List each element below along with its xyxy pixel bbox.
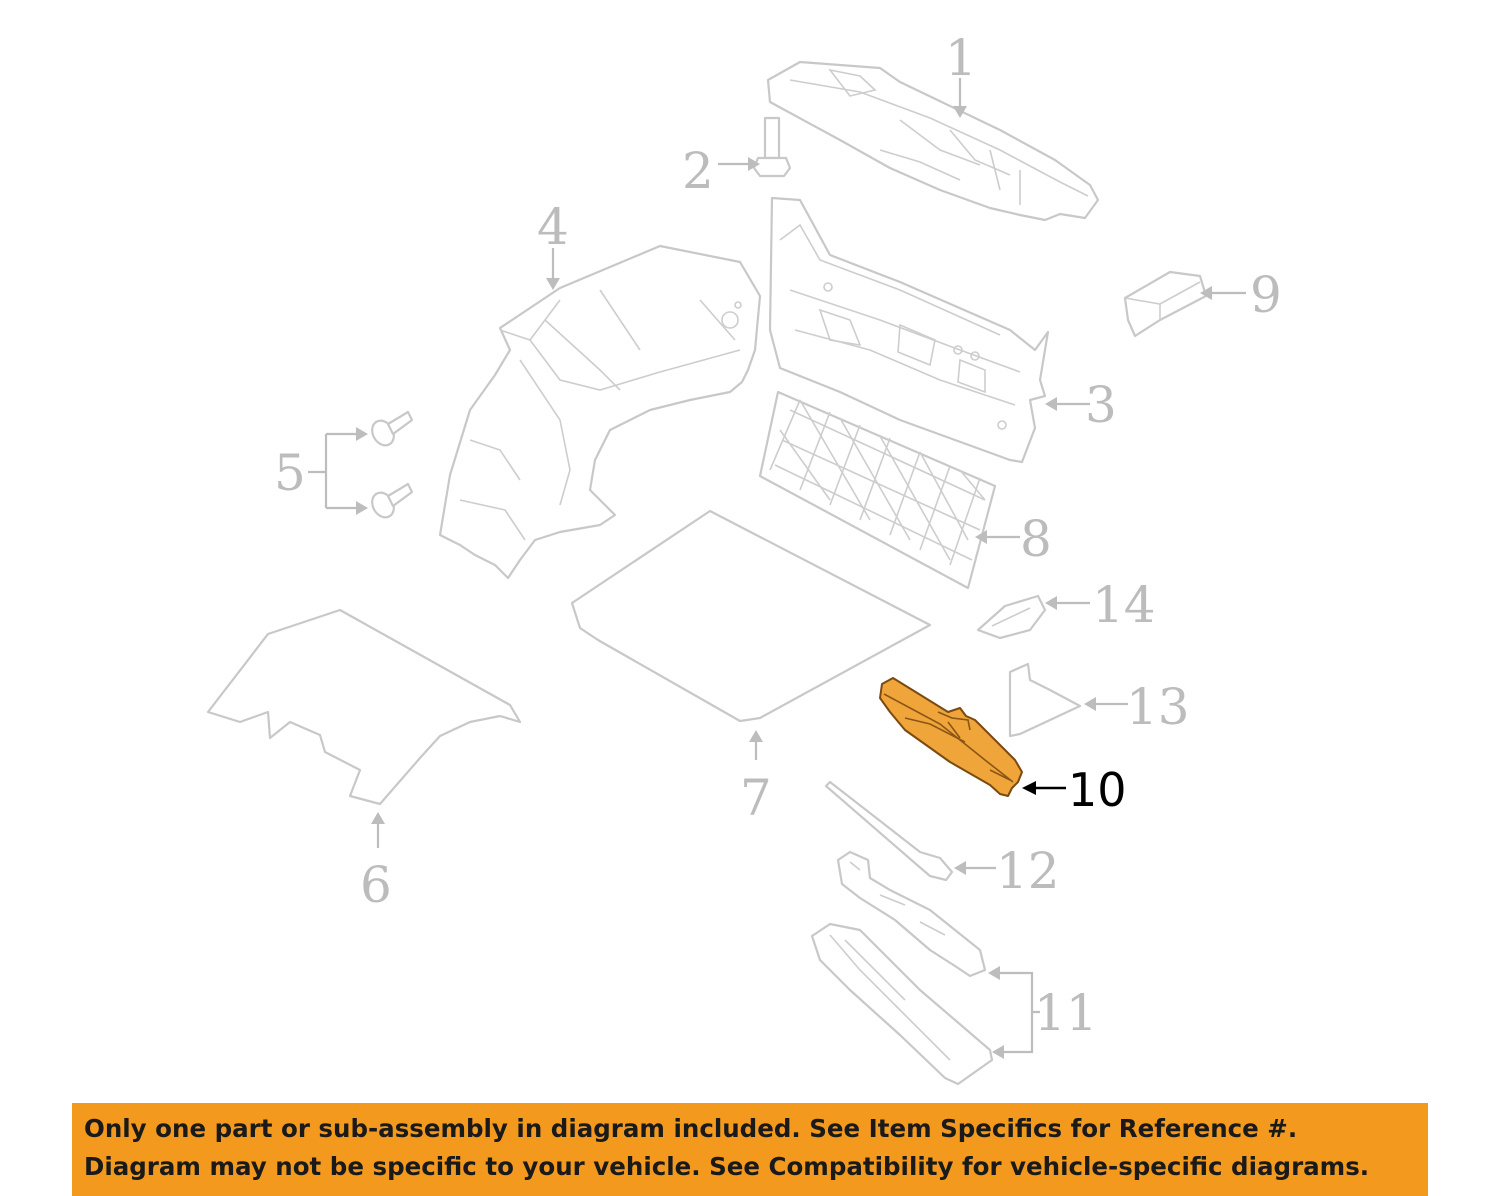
callout-1: 1 xyxy=(945,29,977,87)
callout-10: 10 xyxy=(1068,763,1127,817)
leader-10-highlighted xyxy=(1022,781,1066,795)
part-9-bracket xyxy=(1123,270,1208,338)
part-7-floor-mat xyxy=(570,509,932,723)
callout-3: 3 xyxy=(1085,376,1117,434)
part-4-side-trim xyxy=(438,244,762,580)
part-1-cross-member xyxy=(766,60,1100,222)
callout-9: 9 xyxy=(1250,266,1282,324)
callout-12: 12 xyxy=(996,842,1060,900)
disclaimer-banner: Only one part or sub-assembly in diagram… xyxy=(72,1103,1428,1196)
part-6-floor-cover xyxy=(206,608,522,806)
callout-13: 13 xyxy=(1126,678,1190,736)
part-3-rear-panel xyxy=(768,196,1050,464)
callout-11: 11 xyxy=(1034,984,1098,1042)
callout-4: 4 xyxy=(537,198,569,256)
part-12-jack-handle xyxy=(824,780,954,882)
callout-6: 6 xyxy=(360,856,392,914)
callout-7: 7 xyxy=(740,769,772,827)
callout-5: 5 xyxy=(274,444,306,502)
part-8-cargo-net xyxy=(758,390,997,590)
disclaimer-line-2: Diagram may not be specific to your vehi… xyxy=(84,1152,1370,1181)
part-14-cap xyxy=(976,594,1047,640)
part-5-push-pins xyxy=(371,410,414,519)
leader-lines xyxy=(308,78,1246,1059)
part-13-bracket xyxy=(1008,662,1082,738)
part-2-bolt xyxy=(752,116,792,178)
disclaimer-line-1: Only one part or sub-assembly in diagram… xyxy=(84,1114,1298,1143)
part-11-jack-assembly xyxy=(810,850,994,1086)
part-10-jack-highlighted xyxy=(879,677,1023,797)
callout-8: 8 xyxy=(1020,510,1052,568)
callout-2: 2 xyxy=(682,142,714,200)
callout-14: 14 xyxy=(1092,576,1156,634)
